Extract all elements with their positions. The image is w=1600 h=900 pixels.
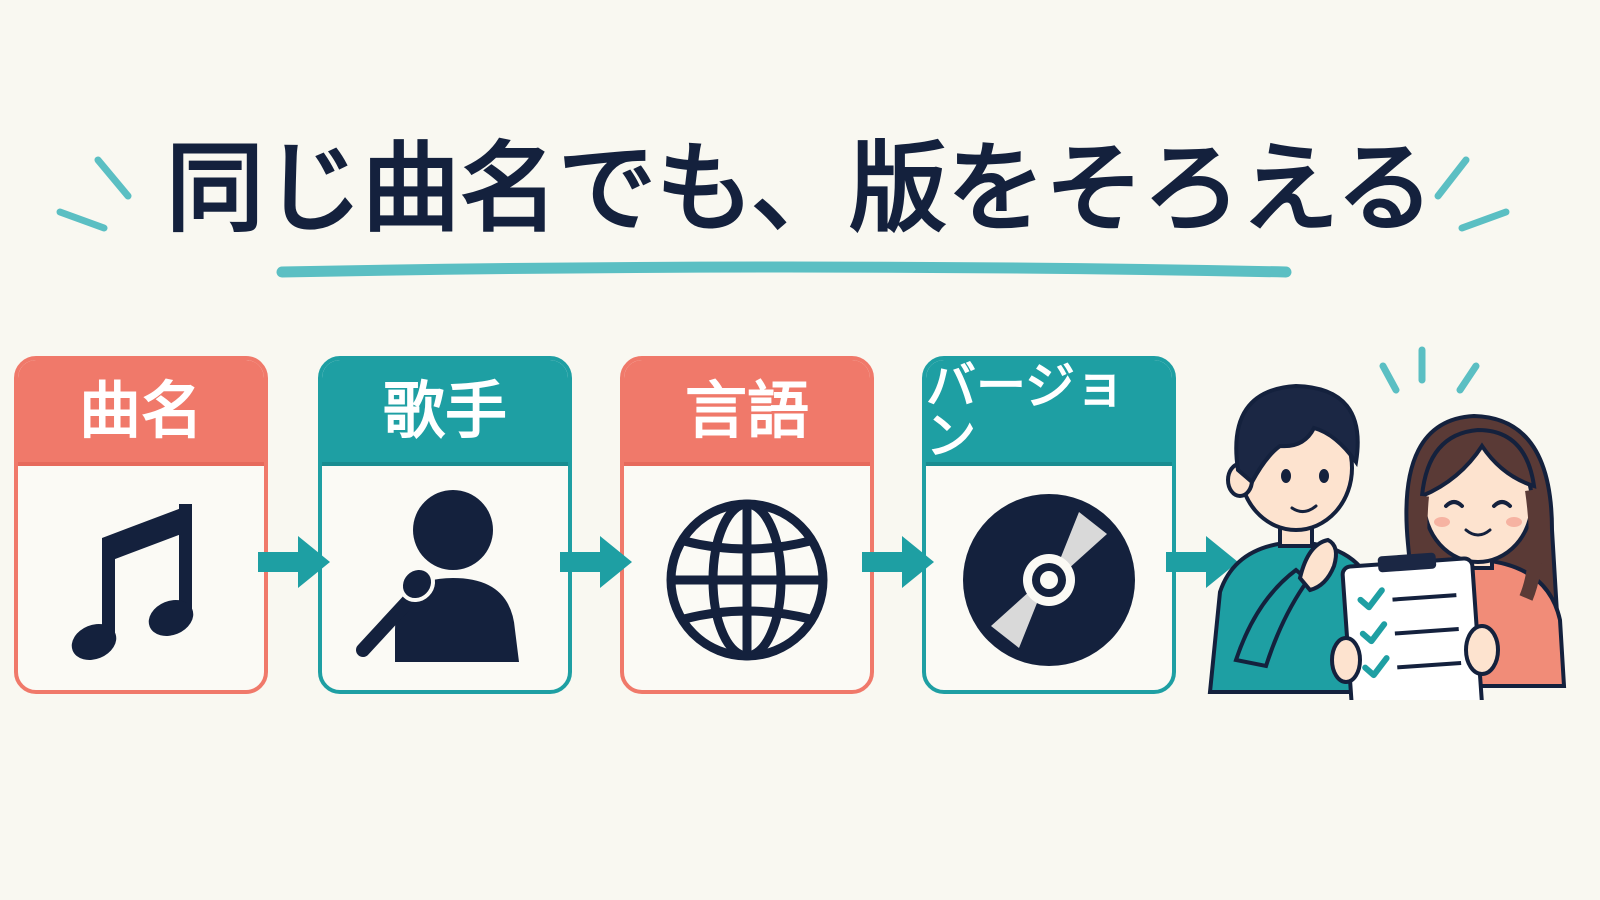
sparkle-line — [1379, 362, 1400, 394]
singer-icon — [356, 490, 519, 662]
sparkle-line — [1434, 156, 1470, 200]
title-underline — [276, 261, 1292, 278]
step-label: バージョン — [926, 360, 1172, 466]
step-card-song-title: 曲名 — [14, 356, 268, 694]
step-card-version: バージョン — [922, 356, 1176, 694]
arrow-right-icon — [560, 536, 632, 588]
music-note-icon — [71, 504, 194, 660]
arrow-right-icon — [1166, 536, 1238, 588]
step-label: 言語 — [624, 360, 870, 466]
page-title: 同じ曲名でも、版をそろえる — [165, 132, 1435, 246]
disc-icon — [963, 494, 1135, 666]
sparkle-line — [1456, 362, 1480, 394]
people-checklist-illustration — [1207, 383, 1567, 700]
step-label: 曲名 — [18, 360, 264, 466]
step-label: 歌手 — [322, 360, 568, 466]
sparkle-line — [94, 156, 132, 200]
sparkle-line — [1458, 208, 1510, 232]
step-card-singer: 歌手 — [318, 356, 572, 694]
globe-icon — [666, 499, 828, 661]
step-card-language: 言語 — [620, 356, 874, 694]
sparkle-line — [56, 208, 108, 232]
arrow-right-icon — [862, 536, 934, 588]
arrow-right-icon — [258, 536, 330, 588]
